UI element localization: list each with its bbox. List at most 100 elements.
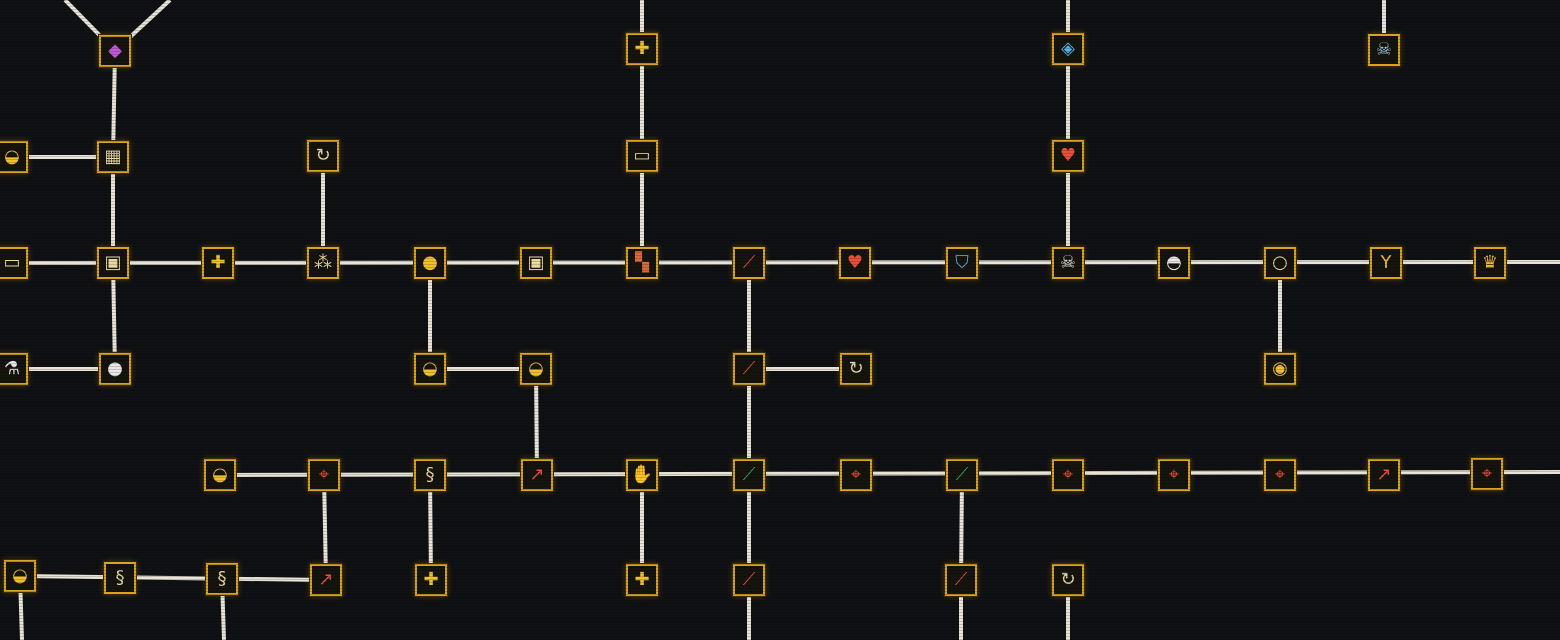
- skill-node-sword-3[interactable]: ⟋: [733, 564, 765, 596]
- amulet-icon: Y: [1380, 252, 1392, 273]
- skill-node-panel-l[interactable]: ▭: [0, 247, 28, 279]
- skill-node-gem[interactable]: ◆: [99, 35, 131, 67]
- frame-icon: ▣: [527, 252, 545, 273]
- skill-node-frame[interactable]: ▣: [97, 247, 129, 279]
- skill-node-sword-4[interactable]: ⟋: [945, 564, 977, 596]
- spiral-icon: §: [217, 568, 227, 589]
- skill-node-mortar-5[interactable]: ◒: [4, 560, 36, 592]
- cross-target-icon: ⌖: [1168, 464, 1180, 485]
- scatter-icon: ⁂: [314, 252, 332, 273]
- target-icon: ⌖: [1062, 464, 1074, 485]
- potion-icon: ⚗: [3, 358, 21, 379]
- frame-icon: ▣: [104, 252, 122, 273]
- skill-link: [428, 474, 433, 581]
- heart-icon: ♥: [1059, 145, 1077, 166]
- red-sword-icon: ⟋: [954, 569, 968, 590]
- skill-node-top-plus[interactable]: ✚: [626, 33, 658, 65]
- skill-node-cycle-3[interactable]: ↻: [1052, 564, 1084, 596]
- skill-node-potion[interactable]: ⚗: [0, 353, 28, 385]
- green-sword-icon: ⟋: [955, 464, 969, 485]
- mortar-pestle-icon: ◒: [212, 464, 228, 485]
- skill-node-heart-top[interactable]: ♥: [1052, 140, 1084, 172]
- skill-node-mortar-3[interactable]: ◒: [520, 353, 552, 385]
- skill-node-top-skull[interactable]: ☠: [1368, 34, 1400, 66]
- red-sword-icon: ⟋: [742, 569, 756, 590]
- skill-node-plus-3[interactable]: ✚: [415, 564, 447, 596]
- skill-node-sword-2[interactable]: ⟋: [733, 353, 765, 385]
- skill-node-target-1[interactable]: ⌖: [308, 459, 340, 491]
- skill-link: [111, 262, 117, 370]
- skill-node-sword[interactable]: ⟋: [733, 247, 765, 279]
- skill-node-scatter[interactable]: ⁂: [307, 247, 339, 279]
- skill-node-cycle-2[interactable]: ↻: [840, 353, 872, 385]
- skill-node-amulet[interactable]: Y: [1370, 247, 1402, 279]
- skill-node-shield[interactable]: ⛉: [946, 247, 978, 279]
- skill-node-mortar-l1[interactable]: ◒: [0, 141, 28, 173]
- skill-node-cross-target[interactable]: ⌖: [1158, 459, 1190, 491]
- crossed-skull-icon: ☠: [1059, 252, 1077, 273]
- skill-node-mortar-4[interactable]: ◒: [204, 459, 236, 491]
- bomb-icon: ●: [107, 358, 123, 379]
- skill-node-spiral-2[interactable]: §: [104, 562, 136, 594]
- book-icon: ▭: [633, 145, 651, 166]
- target-icon: ⌖: [318, 464, 330, 485]
- red-sword-icon: ⟋: [742, 252, 756, 273]
- skill-node-mortar-2[interactable]: ◒: [414, 353, 446, 385]
- skill-node-frame-2[interactable]: ▣: [520, 247, 552, 279]
- skill-node-coin[interactable]: ●: [414, 247, 446, 279]
- skill-link: [19, 574, 327, 582]
- skill-node-crown[interactable]: ♛: [1474, 247, 1506, 279]
- mortar-pestle-icon: ◒: [528, 358, 544, 379]
- mortar-icon: ◒: [12, 565, 28, 586]
- skill-node-arrow-2[interactable]: ↗: [1368, 459, 1400, 491]
- skill-node-scroll[interactable]: ▦: [97, 141, 129, 173]
- skill-node-top-shield[interactable]: ◈: [1052, 33, 1084, 65]
- skill-node-arrow-1[interactable]: ↗: [521, 459, 553, 491]
- cycle-icon: ↻: [315, 145, 331, 166]
- red-sword-icon: ⟋: [742, 358, 756, 379]
- skill-node-pot[interactable]: ◉: [1264, 353, 1296, 385]
- skill-node-hand[interactable]: ✋: [626, 459, 658, 491]
- skill-link: [534, 368, 539, 476]
- cycle-icon: ↻: [1060, 569, 1076, 590]
- skill-node-heart[interactable]: ♥: [839, 247, 871, 279]
- arrow-icon: ↗: [1376, 464, 1392, 485]
- skill-node-spiral[interactable]: §: [414, 459, 446, 491]
- skill-node-target-3[interactable]: ⌖: [1052, 459, 1084, 491]
- green-sword-icon: ⟋: [742, 464, 756, 485]
- cycle-icon: ↻: [848, 358, 864, 379]
- skill-node-target-5[interactable]: ⌖: [1471, 458, 1503, 490]
- skill-node-cycle-1[interactable]: ↻: [307, 140, 339, 172]
- skill-node-sword-green-2[interactable]: ⟋: [946, 459, 978, 491]
- target-icon: ⌖: [1274, 464, 1286, 485]
- mortar-icon: ◒: [422, 358, 438, 379]
- skill-node-plus-4[interactable]: ✚: [626, 564, 658, 596]
- skill-link: [959, 474, 964, 581]
- skill-node-plus-2[interactable]: ✚: [202, 247, 234, 279]
- skill-node-book[interactable]: ▭: [626, 140, 658, 172]
- target-icon: ⌖: [1481, 463, 1493, 484]
- cauldron-icon: ◉: [1272, 358, 1288, 379]
- skill-node-target-2[interactable]: ⌖: [840, 459, 872, 491]
- arrow-icon: ↗: [529, 464, 545, 485]
- skill-node-sword-green[interactable]: ⟋: [733, 459, 765, 491]
- skill-node-helmet[interactable]: ◓: [1158, 247, 1190, 279]
- skill-node-mosaic[interactable]: ▚: [626, 247, 658, 279]
- skill-node-bomb[interactable]: ●: [99, 353, 131, 385]
- skill-node-skull[interactable]: ☠: [1052, 247, 1084, 279]
- skill-node-spiral-3[interactable]: §: [206, 563, 238, 595]
- blue-shield-icon: ⛉: [955, 252, 969, 273]
- ring-icon: ○: [1272, 252, 1288, 273]
- arrow-icon: ↗: [318, 569, 334, 590]
- diamond-gem-icon: ◆: [108, 40, 122, 61]
- skill-node-arrow-3[interactable]: ↗: [310, 564, 342, 596]
- skill-link: [0, 260, 1560, 265]
- coin-icon: ●: [422, 252, 438, 273]
- skill-node-target-4[interactable]: ⌖: [1264, 459, 1296, 491]
- panel-icon: ▭: [3, 252, 21, 273]
- crossed-skull-icon: ☠: [1375, 39, 1393, 60]
- skill-link: [111, 50, 117, 158]
- scroll-icon: ▦: [104, 146, 122, 167]
- skill-node-ring[interactable]: ○: [1264, 247, 1296, 279]
